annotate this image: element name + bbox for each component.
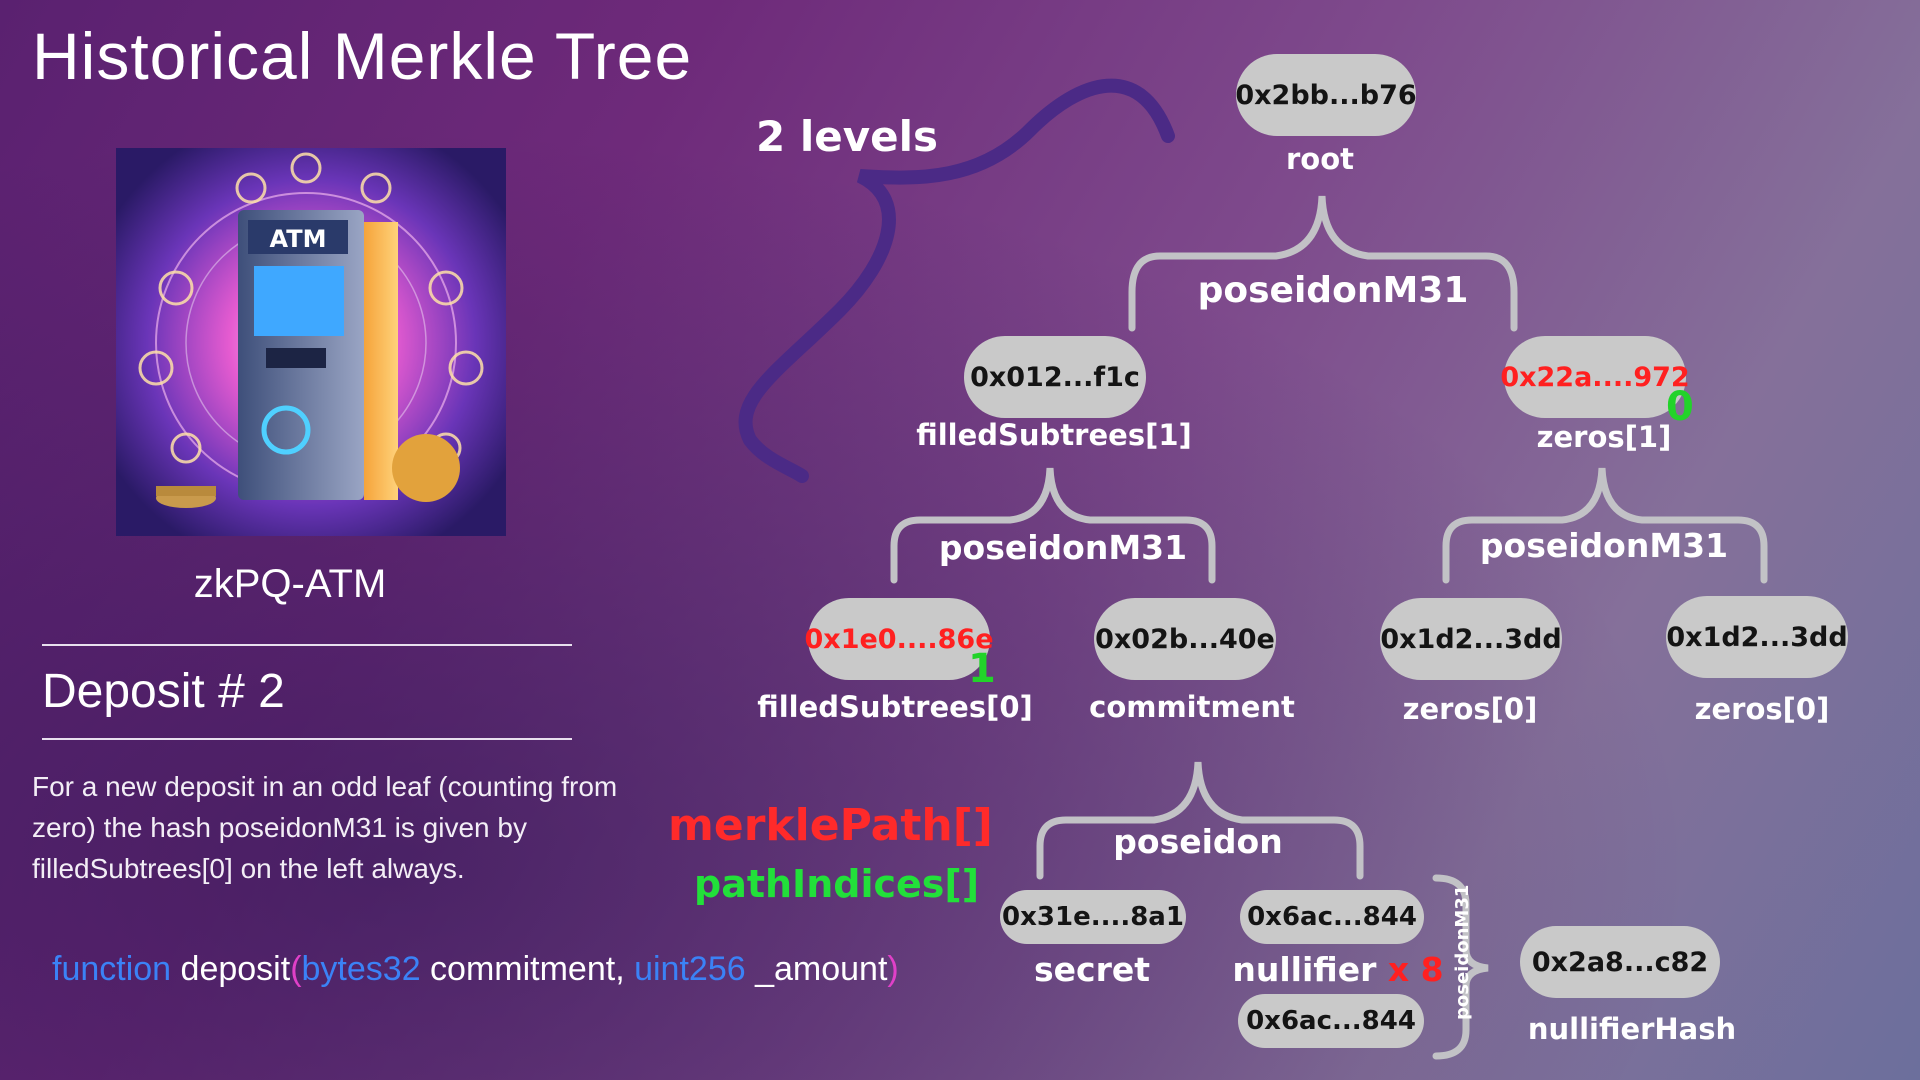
hash-label-right: poseidonM31 bbox=[1479, 526, 1729, 565]
nullifier-node: 0x6ac...844 bbox=[1240, 890, 1424, 944]
code-keyword: function bbox=[52, 950, 172, 988]
leaf0-node: 0x1e0....86e bbox=[805, 598, 994, 680]
level1-left-label: filledSubtrees[1] bbox=[916, 418, 1192, 452]
deposit-heading: Deposit # 2 bbox=[42, 665, 285, 718]
code-type-2: uint256 bbox=[634, 950, 746, 988]
bracket-left bbox=[890, 467, 1216, 584]
hash-label-root: poseidonM31 bbox=[1197, 270, 1469, 311]
nullifier-multiplier: x 8 bbox=[1387, 950, 1444, 989]
levels-brace bbox=[738, 78, 1175, 483]
atm-illustration: ATM bbox=[116, 148, 506, 536]
bracket-right bbox=[1442, 467, 1768, 584]
leaf2-label: zeros[0] bbox=[1402, 692, 1538, 726]
merkle-path-legend: merklePath[] bbox=[668, 800, 993, 851]
bracket-commitment bbox=[1036, 761, 1364, 880]
leaf2-node: 0x1d2...3dd bbox=[1380, 598, 1562, 680]
description-text: For a new deposit in an odd leaf (counti… bbox=[32, 771, 618, 884]
code-paren-close: ) bbox=[887, 950, 899, 988]
level1-left-node: 0x012...f1c bbox=[964, 336, 1146, 418]
level1-right-label: zeros[1] bbox=[1536, 420, 1672, 454]
secret-label: secret bbox=[1033, 950, 1151, 989]
code-function-name: deposit bbox=[171, 950, 291, 988]
divider-bottom bbox=[42, 738, 572, 740]
image-caption: zkPQ-ATM bbox=[193, 562, 387, 606]
leaf3-label: zeros[0] bbox=[1694, 692, 1830, 726]
root-label: root bbox=[1285, 142, 1355, 176]
root-node: 0x2bb...b76 bbox=[1235, 54, 1417, 136]
leaf1-label: commitment bbox=[1089, 690, 1295, 724]
nullifier-hash-label: nullifierHash bbox=[1527, 1012, 1737, 1046]
leaf1-node: 0x02b...40e bbox=[1094, 598, 1276, 680]
leaf3-node: 0x1d2...3dd bbox=[1666, 596, 1848, 678]
code-signature: function deposit(bytes32 commitment, uin… bbox=[52, 950, 899, 989]
bracket-root bbox=[1128, 195, 1518, 332]
level1-right-node: 0x22a....972 bbox=[1500, 336, 1690, 418]
levels-label: 2 levels bbox=[756, 112, 938, 161]
secret-node: 0x31e....8a1 bbox=[1000, 890, 1186, 944]
code-type-1: bytes32 bbox=[301, 950, 421, 988]
brace-nullifier bbox=[1432, 874, 1489, 1060]
hash-label-commitment: poseidon bbox=[1113, 822, 1283, 861]
nullifier-text: nullifier bbox=[1232, 950, 1377, 989]
page-title: Historical Merkle Tree bbox=[32, 19, 693, 93]
nullifier-label: nullifier x 8 bbox=[1232, 950, 1443, 989]
leaf0-label: filledSubtrees[0] bbox=[757, 690, 1033, 724]
path-index-leaf0: 1 bbox=[968, 646, 996, 692]
code-arg-1: commitment, bbox=[420, 950, 635, 988]
path-index-level1: 0 bbox=[1666, 384, 1694, 430]
path-indices-legend: pathIndices[] bbox=[694, 862, 980, 906]
divider-top bbox=[42, 644, 572, 646]
code-arg-2: _amount bbox=[745, 950, 888, 988]
hash-label-nullifier: poseidonM31 bbox=[1452, 884, 1473, 1020]
nullifier-hash-node: 0x2a8...c82 bbox=[1520, 926, 1720, 998]
hash-label-left: poseidonM31 bbox=[938, 528, 1188, 567]
atm-sign: ATM bbox=[270, 225, 327, 253]
nullifier-copy-node: 0x6ac...844 bbox=[1238, 994, 1424, 1048]
code-paren-open: ( bbox=[290, 950, 302, 988]
